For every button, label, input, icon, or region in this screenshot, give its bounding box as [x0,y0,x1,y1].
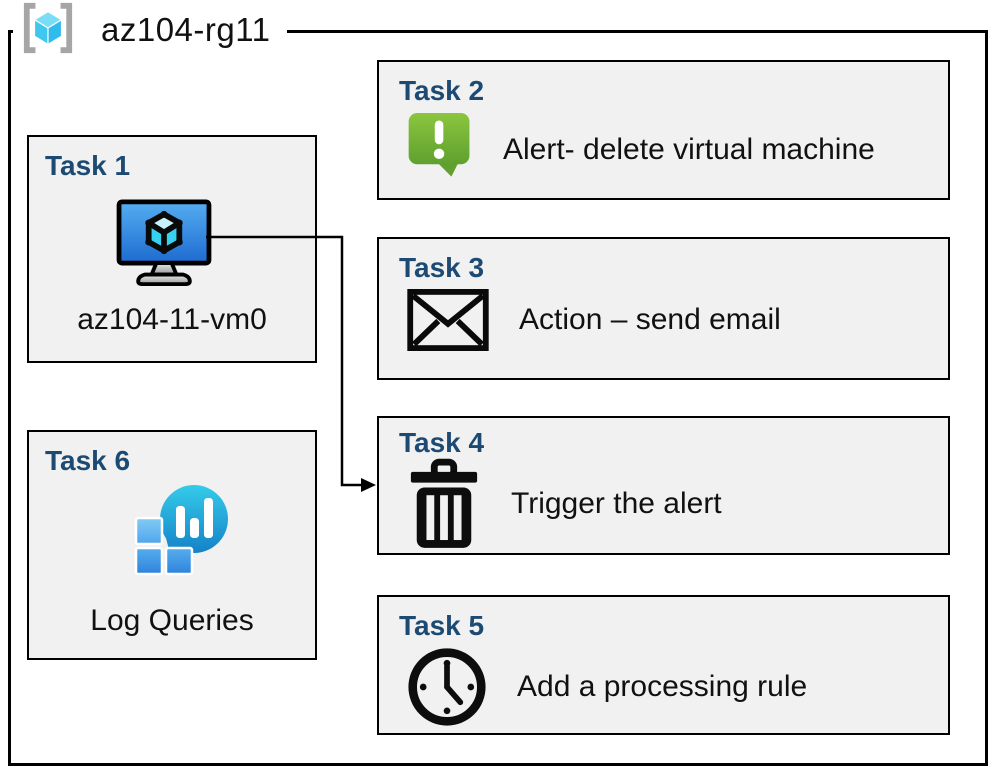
email-envelope-icon [407,289,489,351]
resource-group-title: az104-rg11 [101,11,271,48]
task4-title: Task 4 [399,427,485,458]
task6-caption: Log Queries [90,604,254,637]
task6-title: Task 6 [45,445,131,476]
task3-box: Task 3 Action – send email [377,237,950,380]
trash-can-icon [407,458,481,550]
alert-message-icon [407,112,473,188]
task5-title: Task 5 [399,610,485,641]
task2-title: Task 2 [399,75,485,106]
task1-box: Task 1 [27,135,317,363]
log-analytics-icon [122,482,234,582]
task6-box: Task 6 [27,430,317,660]
task5-box: Task 5 Add a processing rule [377,595,950,735]
task4-caption: Trigger the alert [511,487,722,520]
task1-caption: az104-11-vm0 [77,303,267,336]
clock-icon [407,647,487,727]
task3-caption: Action – send email [519,303,781,336]
virtual-machine-icon [116,199,212,287]
task1-title: Task 1 [45,150,131,181]
resource-group-header: az104-rg11 [13,0,287,60]
task2-caption: Alert- delete virtual machine [503,133,875,166]
task4-box: Task 4 Trigger the alert [377,416,950,555]
task3-title: Task 3 [399,252,485,283]
resource-group-icon [17,1,79,60]
task2-box: Task 2 Alert- delete virtual machine [377,60,950,200]
task5-caption: Add a processing rule [517,670,808,703]
